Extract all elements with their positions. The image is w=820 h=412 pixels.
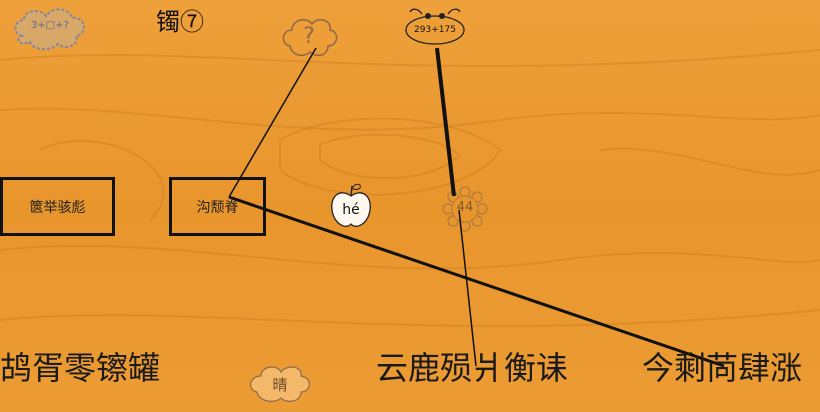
word-box-left-text: 篋举骇彪	[29, 199, 86, 216]
logo-cloud: 3+□+?	[10, 6, 90, 52]
line-flower-to-mid	[458, 209, 477, 367]
apple-pinyin[interactable]: hé	[328, 182, 374, 230]
answer-mid[interactable]: 云鹿殒爿衡诔	[376, 349, 569, 387]
cloud-icon	[282, 19, 338, 57]
flower-icon	[442, 186, 488, 232]
expression-text: 293+175	[414, 25, 456, 35]
apple-icon	[331, 183, 371, 227]
answer-left[interactable]: 鸪胥零镲罐	[0, 349, 161, 387]
cloud-icon	[250, 366, 310, 402]
page-title: 镯⑦	[156, 8, 204, 36]
pinyin-text: hé	[342, 202, 360, 218]
word-box-mid[interactable]: 沟颓脊	[169, 177, 266, 236]
question-mark-icon: ?	[303, 24, 315, 49]
line-box-to-right	[228, 195, 725, 368]
small-cloud-text: 晴	[272, 376, 288, 394]
line-beetle-to-flower	[435, 47, 456, 197]
flower-number[interactable]: 44	[442, 186, 488, 232]
logo-text: 3+□+?	[31, 20, 69, 31]
cloud-icon	[14, 8, 85, 50]
flower-number-text: 44	[456, 200, 474, 215]
beetle-icon	[405, 8, 465, 45]
word-box-mid-text: 沟颓脊	[196, 199, 239, 216]
line-box-to-cloud	[228, 47, 317, 198]
question-cloud[interactable]: ?	[280, 14, 338, 60]
answer-right[interactable]: 今剩苘肆涨	[642, 349, 803, 387]
beetle-expression[interactable]: 293+175	[404, 6, 466, 46]
word-box-left[interactable]: 篋举骇彪	[0, 177, 115, 236]
small-cloud[interactable]: 晴	[247, 362, 313, 406]
